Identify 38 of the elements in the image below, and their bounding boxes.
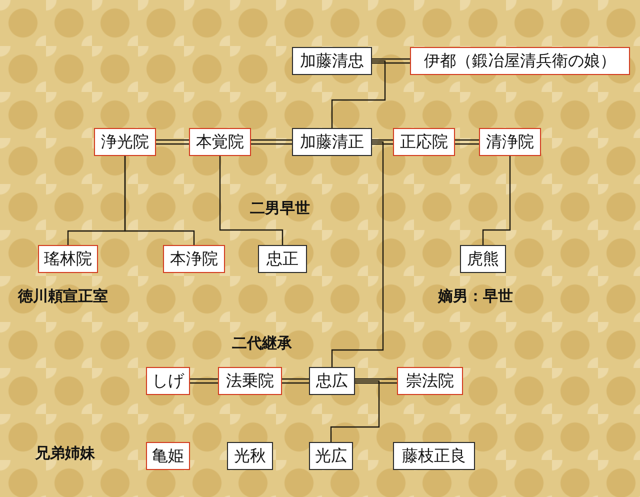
person-box: 清浄院 [479,128,541,156]
marriage-line [189,378,219,384]
person-box: 加藤清忠 [292,47,372,75]
person-box: 加藤清正 [292,128,372,156]
group-label: 兄弟姉妹 [35,444,95,463]
person-box: 浄光院 [94,128,156,156]
person-box: 光秋 [227,442,273,470]
person-box: 亀姫 [146,442,190,470]
person-note: 二代継承 [232,334,292,353]
marriage-line [371,139,394,145]
lineage-line [482,156,511,245]
marriage-line [354,378,398,384]
marriage-line [371,58,411,64]
person-box: 虎熊 [460,245,506,273]
marriage-line [250,139,293,145]
marriage-line [155,139,190,145]
person-box: 正応院 [393,128,455,156]
person-note: 徳川頼宣正室 [18,287,108,306]
person-box: しげ [146,367,190,395]
person-box: 光広 [309,442,353,470]
marriage-line [281,378,310,384]
person-box: 藤枝正良 [393,442,475,470]
person-box: 瑤林院 [38,245,98,273]
person-box: 本覚院 [189,128,251,156]
person-box: 崇法院 [397,367,463,395]
person-note: 二男早世 [250,199,310,218]
person-box: 忠広 [309,367,355,395]
lineage-line [219,156,284,245]
person-box: 本浄院 [163,245,225,273]
person-box: 法乗院 [218,367,282,395]
lineage-line [124,156,195,245]
lineage-line [331,141,384,367]
person-box: 忠正 [258,245,307,273]
marriage-line [454,139,480,145]
person-box: 伊都（鍛冶屋清兵衛の娘） [410,47,630,75]
lineage-line [331,60,386,128]
lineage-line [330,380,380,442]
person-note: 嫡男：早世 [438,287,513,306]
